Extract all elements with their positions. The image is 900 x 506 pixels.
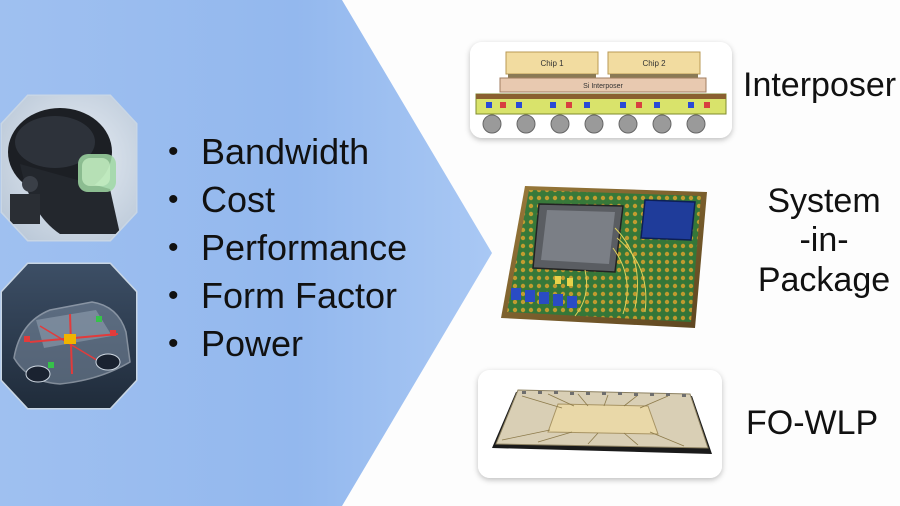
sip-label-line2: -in- <box>799 221 849 260</box>
requirements-list: Bandwidth Cost Performance Form Factor P… <box>168 128 407 368</box>
bullet-bandwidth: Bandwidth <box>168 128 407 176</box>
chip2-label: Chip 2 <box>642 59 666 68</box>
bullet-cost: Cost <box>168 176 407 224</box>
interposer-layer-label: Si Interposer <box>583 83 623 90</box>
bullet-power: Power <box>168 320 407 368</box>
bullet-form-factor: Form Factor <box>168 272 407 320</box>
sip-label-line3: Package <box>757 260 891 299</box>
fowlp-label: FO-WLP <box>746 404 879 442</box>
sip-label: System -in- Package <box>748 182 900 300</box>
fowlp-diagram-card <box>478 370 722 478</box>
interposer-diagram: Chip 1 Chip 2 Si Interposer <box>470 42 732 138</box>
chip1-label: Chip 1 <box>540 59 564 68</box>
bullet-performance: Performance <box>168 224 407 272</box>
fowlp-chip-image <box>478 370 722 478</box>
interposer-diagram-card: Chip 1 Chip 2 Si Interposer <box>470 42 732 138</box>
car-image <box>0 262 138 410</box>
sip-diagram-card <box>495 178 713 333</box>
sip-board-image <box>501 186 707 328</box>
sip-label-line1: System <box>767 182 881 220</box>
interposer-label: Interposer <box>743 66 897 104</box>
helmet-image <box>0 94 138 242</box>
